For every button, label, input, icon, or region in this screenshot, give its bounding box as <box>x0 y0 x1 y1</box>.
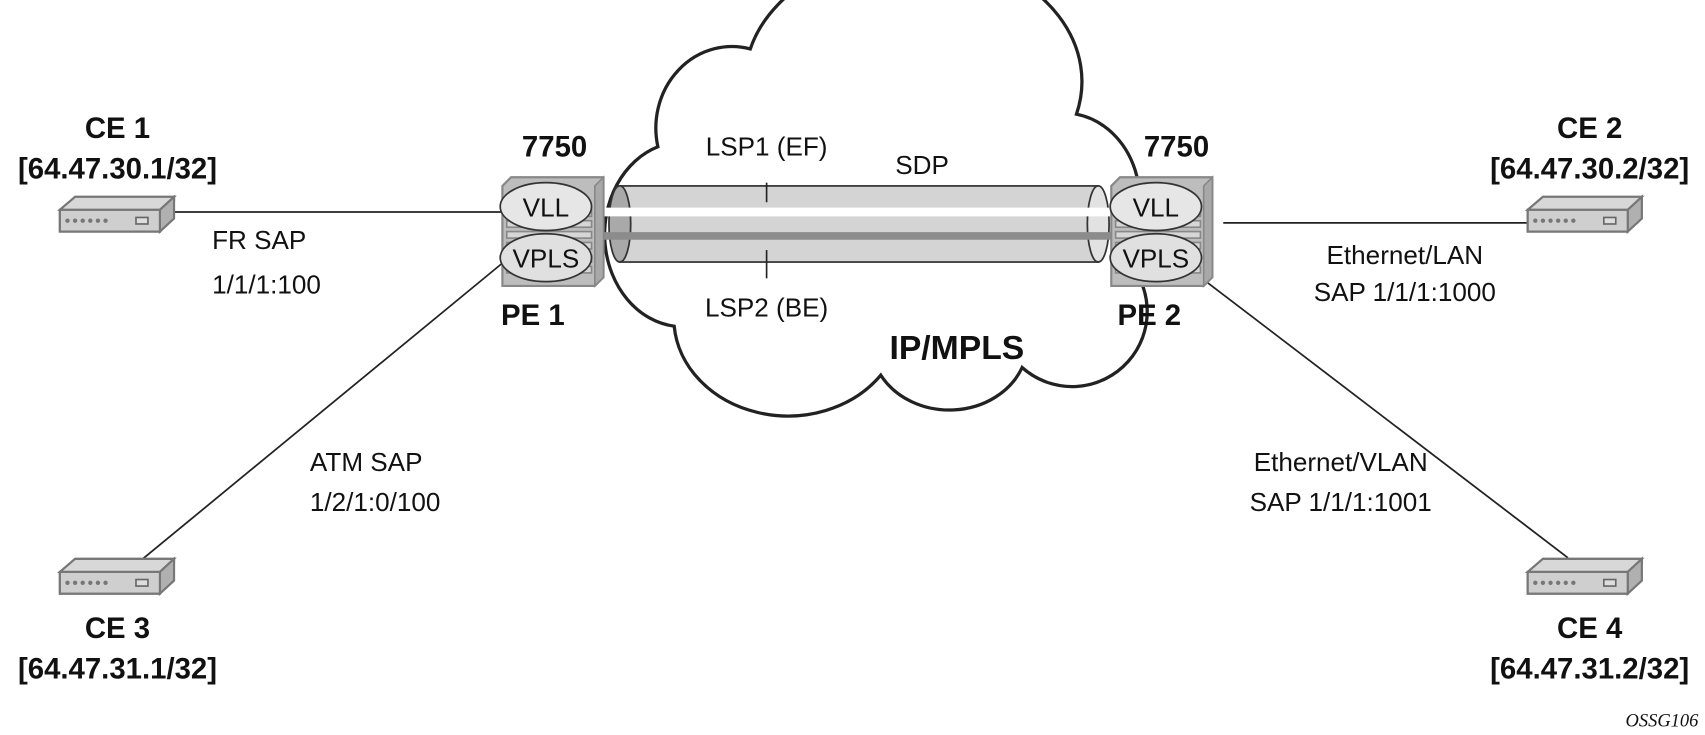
eth-lan-sap-label: Ethernet/LAN <box>1327 240 1484 270</box>
fr-sap-id: 1/1/1:100 <box>212 270 321 300</box>
ce3-device[interactable] <box>58 557 176 595</box>
eth-vlan-sap-label: Ethernet/VLAN <box>1254 447 1428 477</box>
ce2-device[interactable] <box>1526 195 1643 233</box>
pe1-router[interactable]: VLL VPLS <box>499 176 605 288</box>
lsp2-label: LSP2 (BE) <box>705 292 828 322</box>
pe1-name: PE 1 <box>501 299 565 332</box>
sdp-tunnel <box>587 182 1120 279</box>
sdp-label: SDP <box>895 150 949 180</box>
pe2-vpls-service[interactable]: VPLS <box>1109 232 1203 283</box>
pe2-vpls-label: VPLS <box>1123 243 1190 273</box>
cloud-label: IP/MPLS <box>889 329 1024 367</box>
pe1-vll-service[interactable]: VLL <box>499 181 593 232</box>
ce1-name: CE 1 <box>85 112 150 145</box>
ce3-name: CE 3 <box>85 612 150 645</box>
ce4-name: CE 4 <box>1557 612 1623 645</box>
ce2-name: CE 2 <box>1557 112 1622 145</box>
link-ce3-pe1 <box>140 262 503 561</box>
ce3-ip: [64.47.31.1/32] <box>18 652 217 685</box>
ce1-ip: [64.47.30.1/32] <box>18 152 217 185</box>
pe2-model: 7750 <box>1144 131 1209 164</box>
eth-vlan-sap-id: SAP 1/1/1:1001 <box>1250 487 1432 517</box>
pe1-model: 7750 <box>522 131 587 164</box>
atm-sap-label: ATM SAP <box>310 447 423 477</box>
link-pe2-ce4 <box>1204 279 1569 559</box>
fr-sap-label: FR SAP <box>212 225 306 255</box>
ce2-ip: [64.47.30.2/32] <box>1490 152 1689 185</box>
figure-id: OSSG106 <box>1626 710 1700 730</box>
ce4-device[interactable] <box>1526 557 1643 595</box>
atm-sap-id: 1/2/1:0/100 <box>310 487 441 517</box>
eth-lan-sap-id: SAP 1/1/1:1000 <box>1314 277 1496 307</box>
pe2-vll-label: VLL <box>1133 192 1179 222</box>
pe1-vll-label: VLL <box>523 192 569 222</box>
pe2-router[interactable]: VLL VPLS <box>1109 176 1214 288</box>
pe1-vpls-label: VPLS <box>513 243 580 273</box>
pe1-vpls-service[interactable]: VPLS <box>499 232 593 283</box>
pe2-name: PE 2 <box>1118 299 1182 332</box>
ce1-device[interactable] <box>58 195 176 233</box>
lsp1-label: LSP1 (EF) <box>706 131 828 161</box>
ce4-ip: [64.47.31.2/32] <box>1490 652 1689 685</box>
pe2-vll-service[interactable]: VLL <box>1109 181 1203 232</box>
